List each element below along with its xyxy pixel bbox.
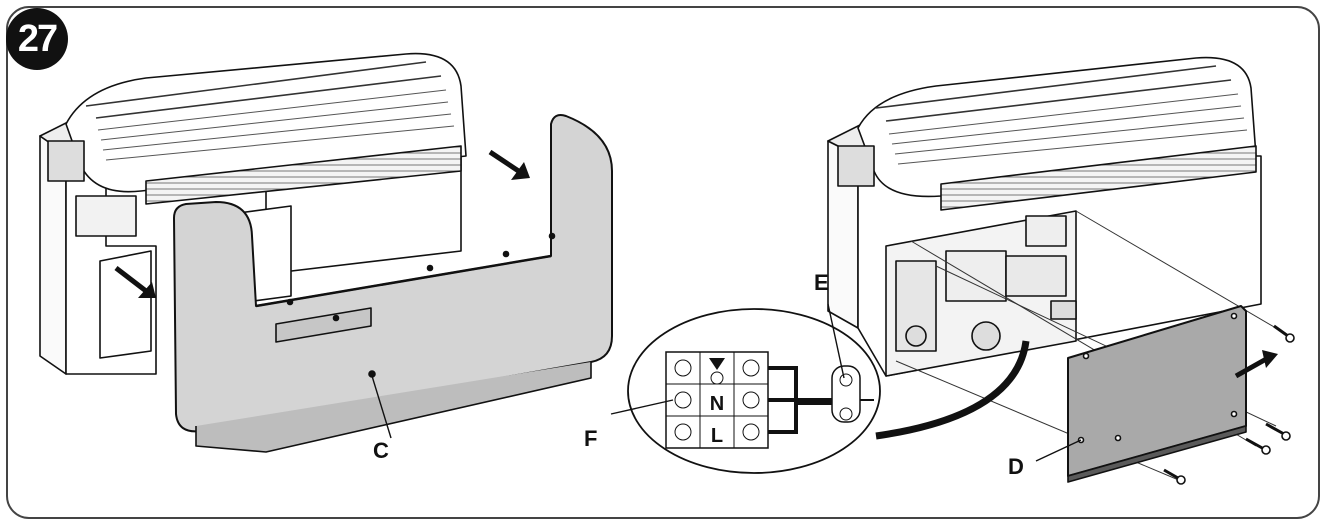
zoom-pointer xyxy=(875,340,1030,440)
terminal-label-n: N xyxy=(710,393,724,415)
right-unit xyxy=(827,56,1295,485)
figure-number-badge: 27 xyxy=(6,8,68,70)
callout-e: E xyxy=(814,270,829,295)
installation-diagram: N L xyxy=(6,6,1320,519)
left-unit xyxy=(39,52,613,453)
terminal-label-l: L xyxy=(711,425,723,447)
callout-d: D xyxy=(1008,454,1024,479)
callout-c: C xyxy=(373,438,389,463)
callout-f: F xyxy=(584,426,598,451)
terminal-detail: N L xyxy=(610,303,881,474)
right-arrow xyxy=(1234,355,1270,379)
figure-frame: N L 27 C D E F xyxy=(6,6,1320,519)
left-arrow-1 xyxy=(114,266,148,293)
left-arrow-2 xyxy=(488,149,522,175)
